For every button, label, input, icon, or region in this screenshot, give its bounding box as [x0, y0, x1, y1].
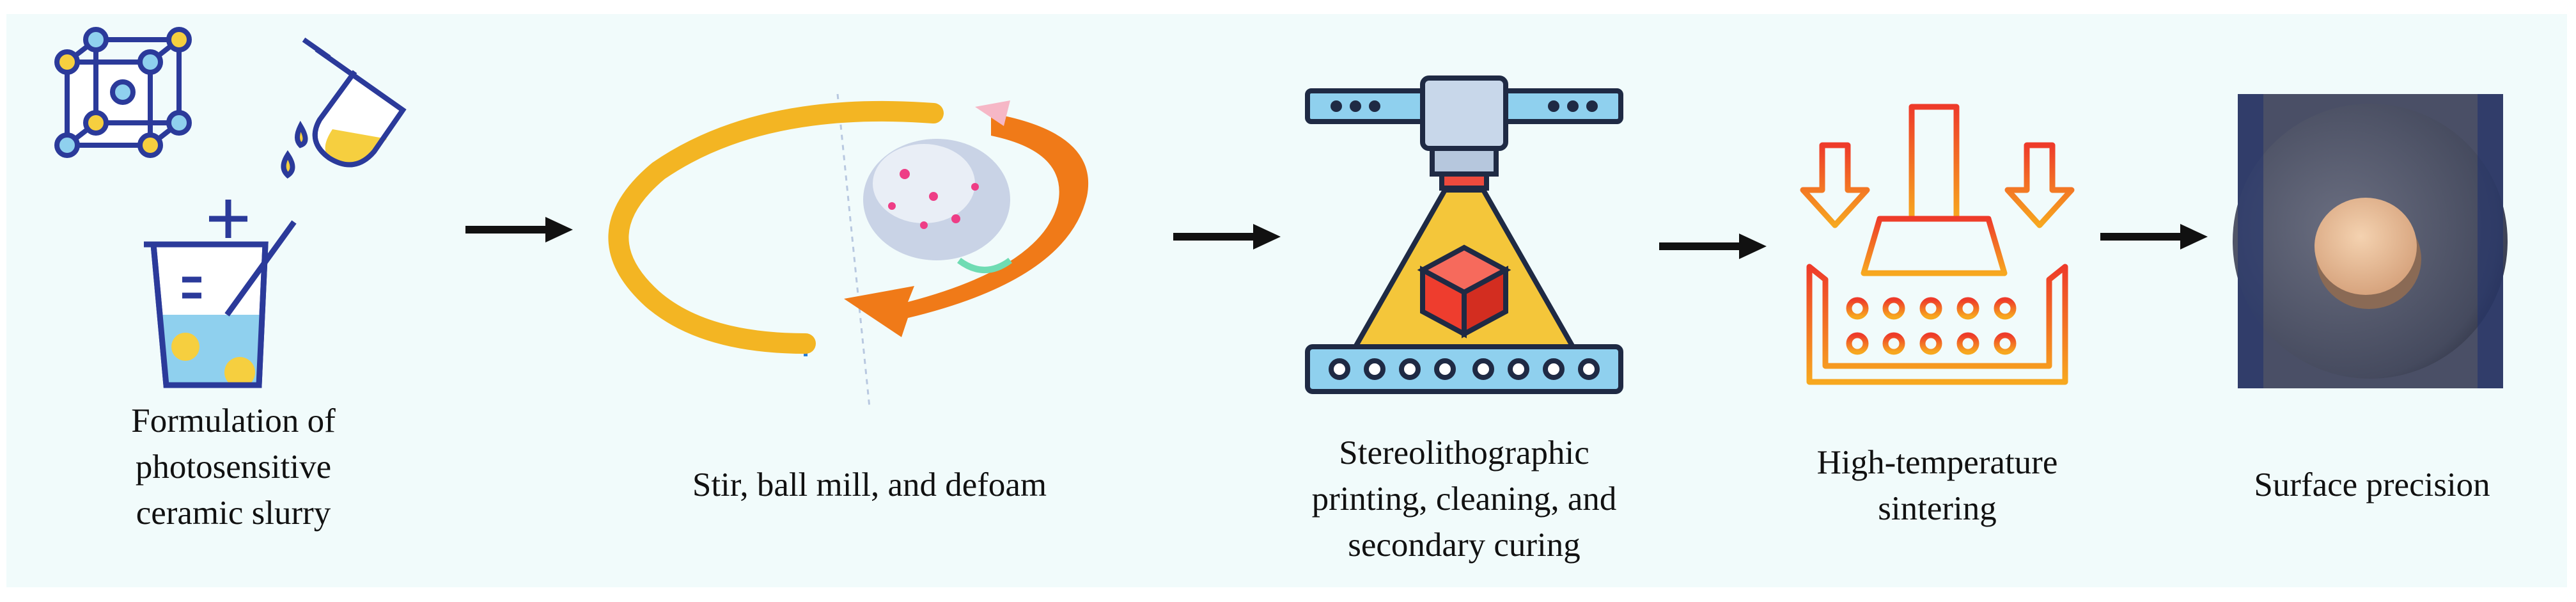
flow-arrow-1	[465, 217, 573, 242]
step-label-surface: Surface precision	[2254, 466, 2490, 503]
sample-photo	[2233, 94, 2508, 388]
ball-mill-icon	[608, 93, 1089, 408]
step-label-mill: Stir, ball mill, and defoam	[692, 466, 1047, 503]
molecule-cube-icon	[54, 27, 192, 158]
down-arrow-right-icon	[2004, 142, 2075, 228]
step-label-slurry: Formulation of photosensitive ceramic sl…	[131, 402, 336, 532]
3d-printer-icon	[1305, 75, 1623, 394]
down-arrow-left-icon	[1800, 142, 1870, 228]
step-label-sintering: High-temperature sintering	[1816, 444, 2058, 527]
chemistry-slurry-icon	[54, 27, 407, 388]
grinding-jar-icon	[863, 100, 1012, 273]
plus-icon	[209, 200, 247, 238]
flow-arrow-2	[1173, 224, 1281, 250]
test-tube-icon	[281, 37, 407, 179]
flow-arrow-4	[2100, 224, 2208, 250]
cube-icon	[1417, 244, 1511, 338]
diagram-panel: Formulation of photosensitive ceramic sl…	[6, 14, 2567, 587]
sintering-furnace-icon	[1800, 104, 2075, 385]
beaker-icon	[144, 220, 297, 388]
step-label-printing: Stereolithographic printing, cleaning, a…	[1311, 434, 1617, 564]
flow-arrow-3	[1659, 234, 1767, 259]
